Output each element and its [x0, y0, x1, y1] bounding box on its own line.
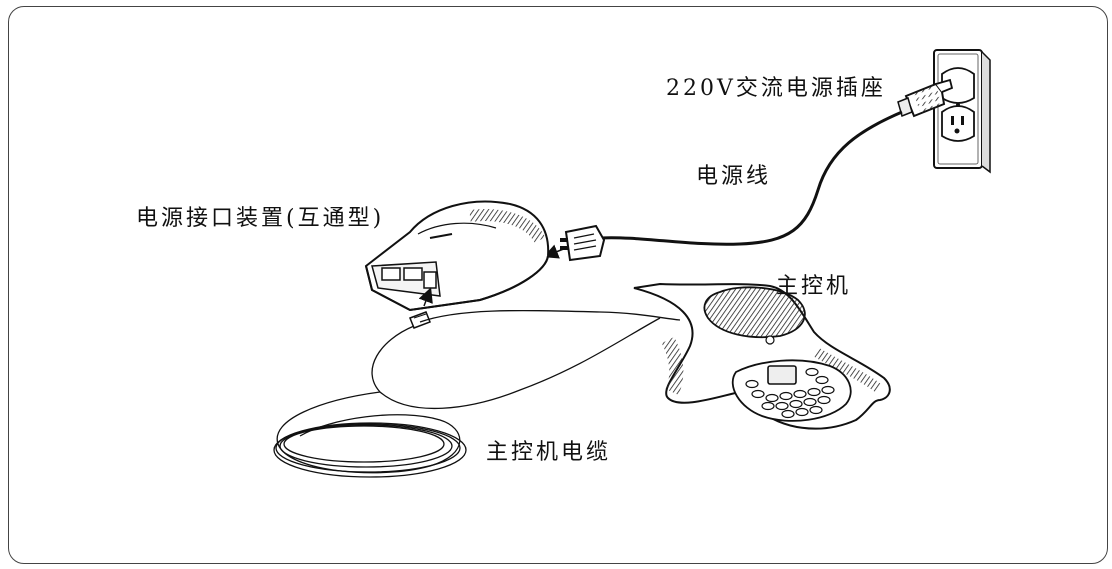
- power-cord: [599, 110, 903, 246]
- main-cable-coil: [273, 317, 661, 478]
- power-cord-label: 电源线: [696, 164, 772, 189]
- rj-connector: [409, 311, 431, 329]
- wall-outlet: [933, 49, 991, 174]
- diagram-frame: [8, 6, 1108, 564]
- cord-arrow: [543, 244, 567, 259]
- cable-arrow: [418, 287, 433, 307]
- power-interface-unit: [364, 200, 550, 312]
- main-cable-label: 主控机电缆: [486, 440, 612, 465]
- iec-connector: [560, 224, 606, 262]
- main-unit-label: 主控机: [776, 274, 852, 299]
- conference-phone: [633, 282, 891, 430]
- outlet-label: 220V交流电源插座: [666, 76, 886, 101]
- power-interface-label: 电源接口装置(互通型): [136, 206, 385, 231]
